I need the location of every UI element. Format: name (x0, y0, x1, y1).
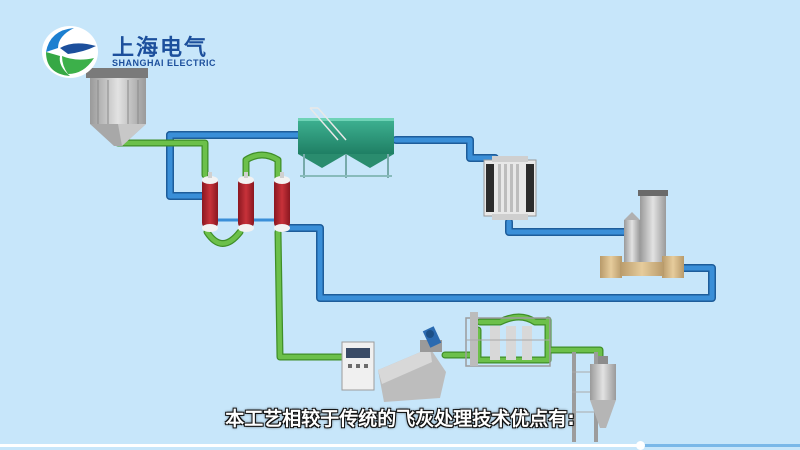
reaction-tank-2 (238, 172, 254, 232)
reaction-tank-3 (274, 172, 290, 232)
motor (422, 326, 442, 348)
settling-tank (298, 107, 394, 178)
brand-name-en: SHANGHAI ELECTRIC (112, 58, 217, 68)
reaction-tank-1 (202, 172, 218, 232)
reaction-tanks (202, 172, 290, 232)
brand-logo: 上海电气 SHANGHAI ELECTRIC (40, 22, 240, 82)
shanghai-electric-logo-icon (42, 26, 98, 78)
blue-pipes (166, 131, 716, 302)
video-subtitle: 本工艺相较于传统的飞灰处理技术优点有: (225, 408, 575, 430)
membrane-rack (465, 312, 551, 367)
control-cabinet (341, 341, 375, 391)
filter-press (483, 156, 537, 220)
playback-progress-fill (0, 444, 640, 447)
mixer-unit (378, 326, 446, 402)
evaporation-unit (600, 190, 684, 278)
fly-ash-silo (86, 68, 148, 146)
playback-progress-knob[interactable] (636, 441, 645, 450)
cyclone-tower (572, 352, 616, 442)
playback-progress-bar[interactable] (0, 441, 800, 450)
brand-name-cn: 上海电气 (112, 36, 209, 61)
